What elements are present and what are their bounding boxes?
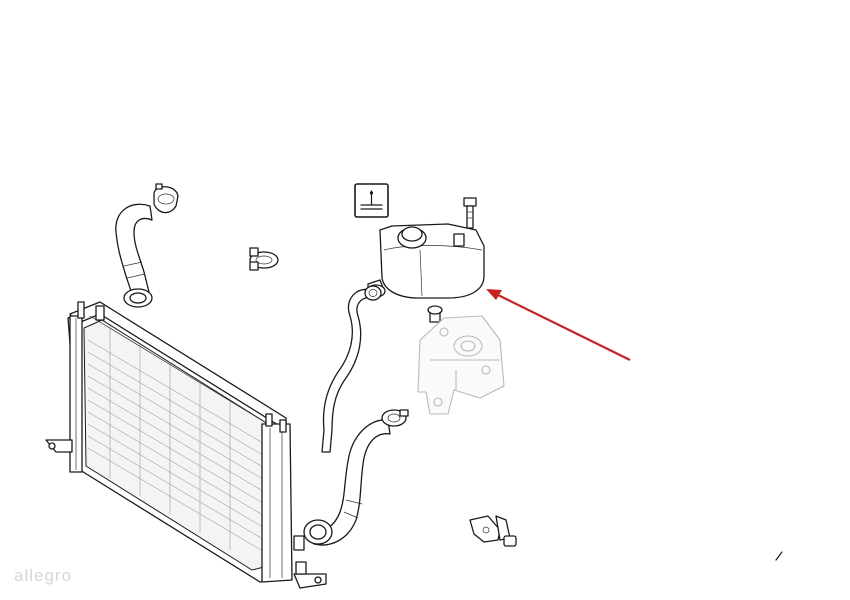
radiator	[45, 301, 327, 589]
spring-clamp	[249, 247, 279, 271]
engine-mount-ghost	[417, 315, 505, 415]
watermark-logo: allegro	[14, 566, 73, 585]
stray-mark	[775, 551, 783, 561]
lower-radiator-hose	[303, 409, 409, 546]
red-pointer-arrow	[486, 289, 631, 361]
upper-radiator-hose	[115, 203, 153, 308]
hose-clamp	[153, 183, 179, 214]
tank-return-hose	[321, 285, 382, 453]
sensor-bracket	[469, 515, 517, 547]
coolant-symbol-icon	[354, 183, 389, 218]
